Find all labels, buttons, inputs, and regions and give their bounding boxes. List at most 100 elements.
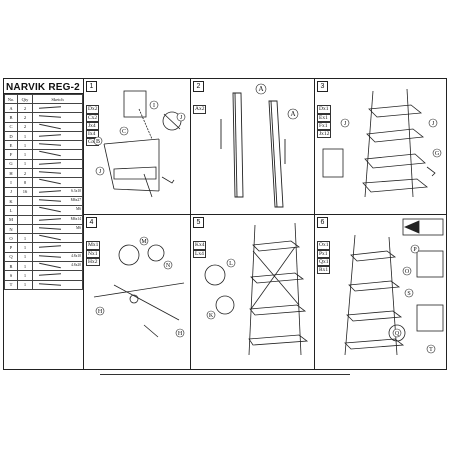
step-1-drawing: B C J I J: [93, 90, 186, 198]
part-id: G: [4, 158, 18, 170]
part-qty: 1: [17, 251, 33, 263]
step-4-drawing: M N H H: [93, 236, 185, 338]
part-sketch: [32, 279, 83, 290]
part-sketch-icon: [38, 134, 62, 137]
part-size: M6x27: [70, 197, 81, 202]
part-qty: 8: [17, 177, 33, 188]
svg-text:L: L: [229, 261, 233, 267]
svg-text:J: J: [99, 169, 102, 175]
col-no: No.: [4, 94, 18, 104]
part-id: F: [4, 149, 18, 160]
product-title: NARVIK REG-2: [6, 82, 80, 93]
part-size: M6x14: [70, 216, 81, 221]
part-qty: [17, 223, 33, 235]
step-parts-list: Ax2: [193, 105, 207, 114]
part-sketch-icon: [38, 162, 62, 165]
divider-col2: [314, 79, 315, 369]
step-5-drawing: L K: [204, 222, 309, 356]
divider-row: [83, 214, 446, 215]
svg-text:S: S: [407, 291, 410, 297]
part-qty: 2: [17, 112, 33, 123]
part-sketch-icon: [39, 262, 61, 269]
svg-text:A: A: [258, 85, 263, 93]
part-qty: 1: [17, 261, 33, 272]
part-qty: 1: [17, 140, 33, 151]
part-id: D: [4, 130, 18, 142]
part-sketch-icon: [38, 273, 62, 277]
step-number: 5: [193, 217, 204, 228]
part-qty: 1: [17, 233, 33, 244]
step-number: 4: [86, 217, 97, 228]
svg-text:N: N: [166, 263, 171, 269]
step-6-drawing: P O S Q T: [344, 218, 444, 356]
part-qty: 1: [17, 149, 33, 160]
part-sketch-icon: [38, 245, 62, 249]
part-size: 4.8x20: [71, 263, 81, 268]
svg-text:A: A: [290, 110, 295, 118]
part-row: N M6: [4, 223, 83, 235]
part-id: O: [4, 233, 18, 244]
part-id: P: [4, 242, 18, 253]
part-id: S: [4, 270, 18, 281]
part-sketch: [32, 140, 83, 151]
step-2-panel: 2 Ax2 A A: [191, 79, 314, 214]
part-id: I: [4, 177, 18, 188]
part-sketch: M6x27: [32, 195, 83, 207]
step-3-drawing: J J G: [322, 88, 442, 198]
part-qty: 1: [17, 130, 33, 142]
part-id: H: [4, 168, 18, 179]
svg-text:H: H: [98, 309, 103, 315]
part-sketch-icon: [39, 151, 61, 157]
part-sketch: [32, 158, 83, 170]
part-qty: [17, 205, 33, 216]
part-id: C: [4, 121, 18, 132]
part-id: T: [4, 279, 18, 290]
part-id: R: [4, 261, 18, 272]
part-sketch-icon: [38, 106, 62, 109]
part-id: A: [4, 102, 18, 114]
part-id: N: [4, 223, 18, 235]
part-sketch-icon: [38, 227, 62, 230]
part-sketch-icon: [39, 234, 61, 241]
divider-parts: [83, 79, 84, 369]
col-qty: Qty: [17, 94, 33, 104]
part-qty: 2: [17, 121, 33, 132]
part-sketch: 4.8x10: [32, 251, 83, 263]
step-number: 1: [86, 81, 97, 92]
step-number: 2: [193, 81, 204, 92]
divider-col1: [190, 79, 191, 369]
part-sketch-icon: [38, 143, 62, 146]
part-sketch-icon: [38, 254, 62, 258]
svg-text:M: M: [141, 239, 147, 245]
part-sketch-icon: [38, 217, 62, 221]
col-sketch: Sketch: [32, 94, 83, 104]
part-id: K: [4, 195, 18, 207]
part-row: K M6x27: [4, 195, 83, 207]
part-size: 6.3x10: [71, 188, 81, 193]
part-sketch: [32, 121, 83, 132]
svg-text:G: G: [435, 151, 440, 157]
part-sketch: [32, 233, 83, 244]
part-sketch: M6: [32, 223, 83, 235]
part-size: M6: [76, 225, 81, 230]
part-sketch: [32, 177, 83, 188]
